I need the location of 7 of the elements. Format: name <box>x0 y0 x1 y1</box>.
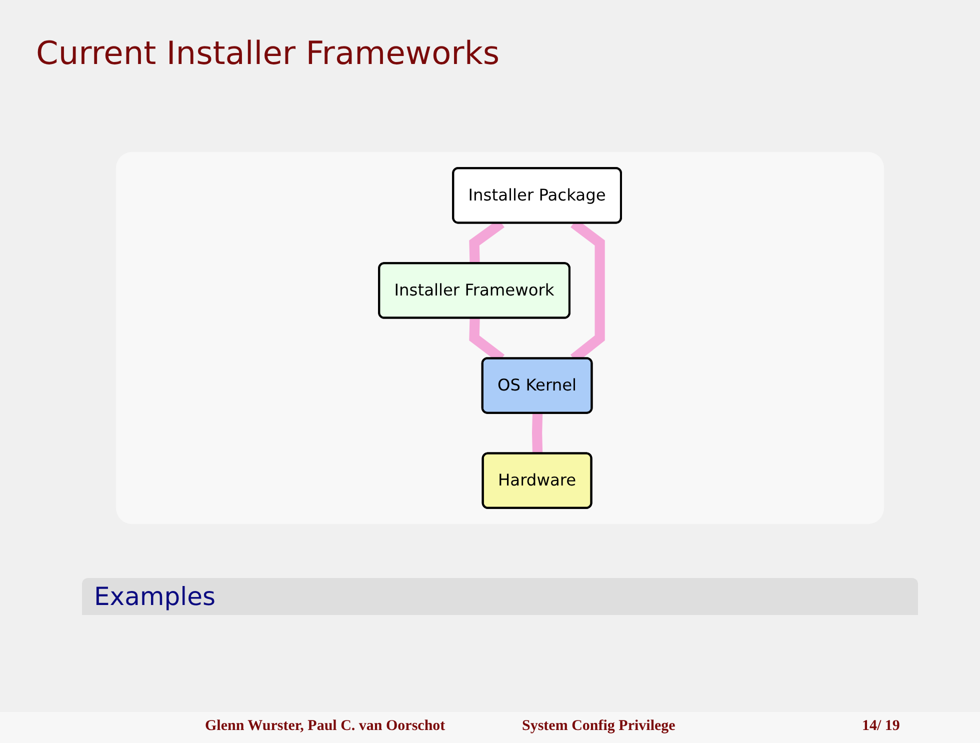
connector <box>532 413 543 454</box>
layer-diagram: Installer Package Installer Framework OS Kernel Hardware <box>370 160 630 516</box>
footer-text: Glenn Wurster, Paul C. van Oorschot <box>205 718 446 735</box>
slide-title: Current Installer Frameworks <box>36 34 500 72</box>
block-heading: Examples <box>82 578 918 615</box>
footer-text: System Config Privilege <box>522 718 676 735</box>
page-number: 14/ 19 <box>862 718 900 735</box>
